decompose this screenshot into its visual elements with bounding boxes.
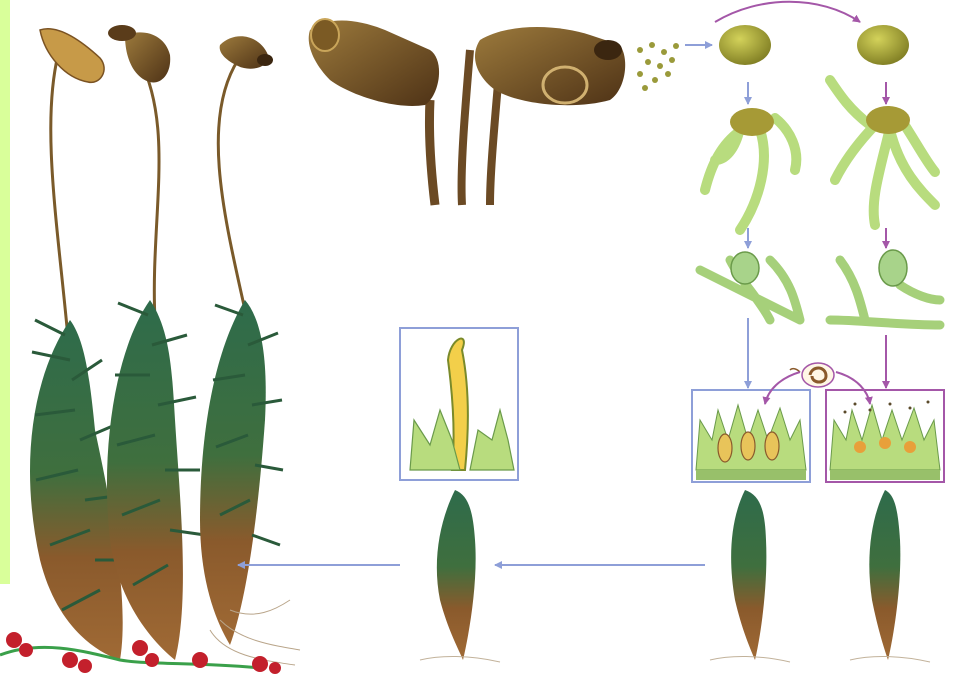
spore-icon — [857, 25, 909, 65]
leafy-shoot-right — [200, 300, 283, 645]
bud-right — [830, 250, 940, 325]
released-spores — [637, 42, 679, 91]
young-sporophyte-box — [400, 328, 518, 480]
capsule-closeup — [309, 19, 626, 205]
protonema-right — [830, 80, 935, 225]
mature-moss-group — [30, 25, 300, 665]
archegonia-box — [826, 390, 944, 482]
gametophyte-male — [710, 490, 790, 662]
sperm-icon — [790, 363, 834, 387]
protonema-left — [705, 108, 796, 230]
gametophyte-center — [420, 490, 500, 662]
gametophyte-female — [850, 490, 930, 662]
antheridia-box — [692, 390, 810, 482]
spore-icon — [719, 25, 771, 65]
bud-left — [700, 252, 800, 320]
